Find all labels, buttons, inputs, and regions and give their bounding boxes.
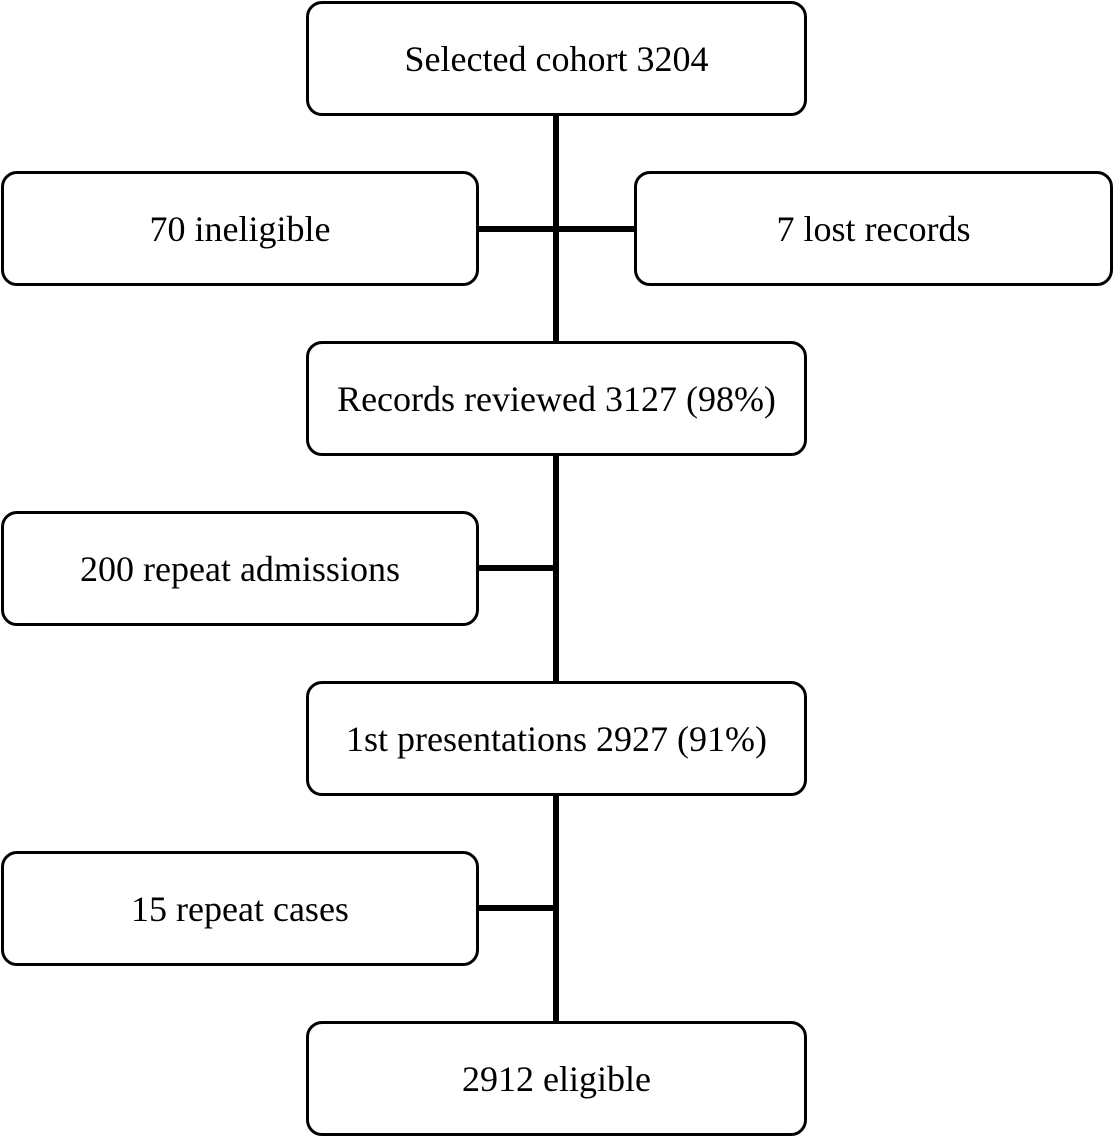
eligible-box: 2912 eligible [306, 1021, 807, 1136]
lost-records-label: 7 lost records [776, 208, 971, 249]
main-vertical-connector [553, 112, 559, 1024]
first-presentations-label: 1st presentations 2927 (91%) [346, 718, 767, 759]
records-reviewed-label: Records reviewed 3127 (98%) [337, 378, 776, 419]
ineligible-branch-connector [476, 226, 556, 232]
ineligible-label: 70 ineligible [149, 208, 331, 249]
lost-records-branch-connector [556, 226, 638, 232]
ineligible-box: 70 ineligible [1, 171, 479, 286]
repeat-admissions-box: 200 repeat admissions [1, 511, 479, 626]
records-reviewed-box: Records reviewed 3127 (98%) [306, 341, 807, 456]
first-presentations-box: 1st presentations 2927 (91%) [306, 681, 807, 796]
lost-records-box: 7 lost records [634, 171, 1113, 286]
repeat-cases-label: 15 repeat cases [131, 888, 349, 929]
repeat-admissions-branch-connector [476, 565, 556, 571]
repeat-cases-branch-connector [476, 905, 556, 911]
selected-cohort-box: Selected cohort 3204 [306, 1, 807, 116]
repeat-admissions-label: 200 repeat admissions [80, 548, 400, 589]
eligible-label: 2912 eligible [462, 1058, 651, 1099]
selected-cohort-label: Selected cohort 3204 [404, 38, 709, 79]
repeat-cases-box: 15 repeat cases [1, 851, 479, 966]
